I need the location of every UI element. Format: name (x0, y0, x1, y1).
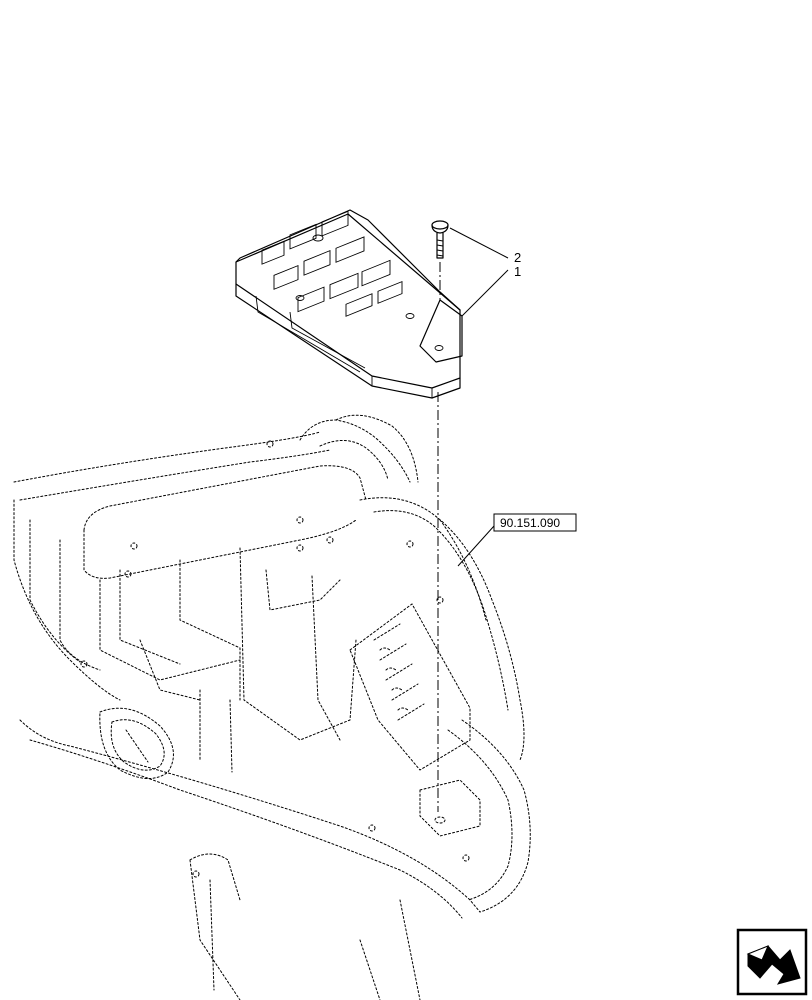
screw (431, 220, 449, 259)
callout-2-label: 2 (514, 250, 521, 265)
assembly-axis-line (437, 262, 441, 812)
fuse-relay-box (235, 209, 463, 399)
reference-box[interactable]: 90.151.090 (493, 513, 577, 532)
reference-code: 90.151.090 (500, 516, 560, 530)
mounting-holes (80, 440, 470, 878)
connector-blocks (261, 210, 403, 317)
next-page-arrow-icon[interactable] (736, 928, 808, 996)
callout-1-label: 1 (514, 264, 521, 279)
console-structure (13, 414, 531, 1000)
